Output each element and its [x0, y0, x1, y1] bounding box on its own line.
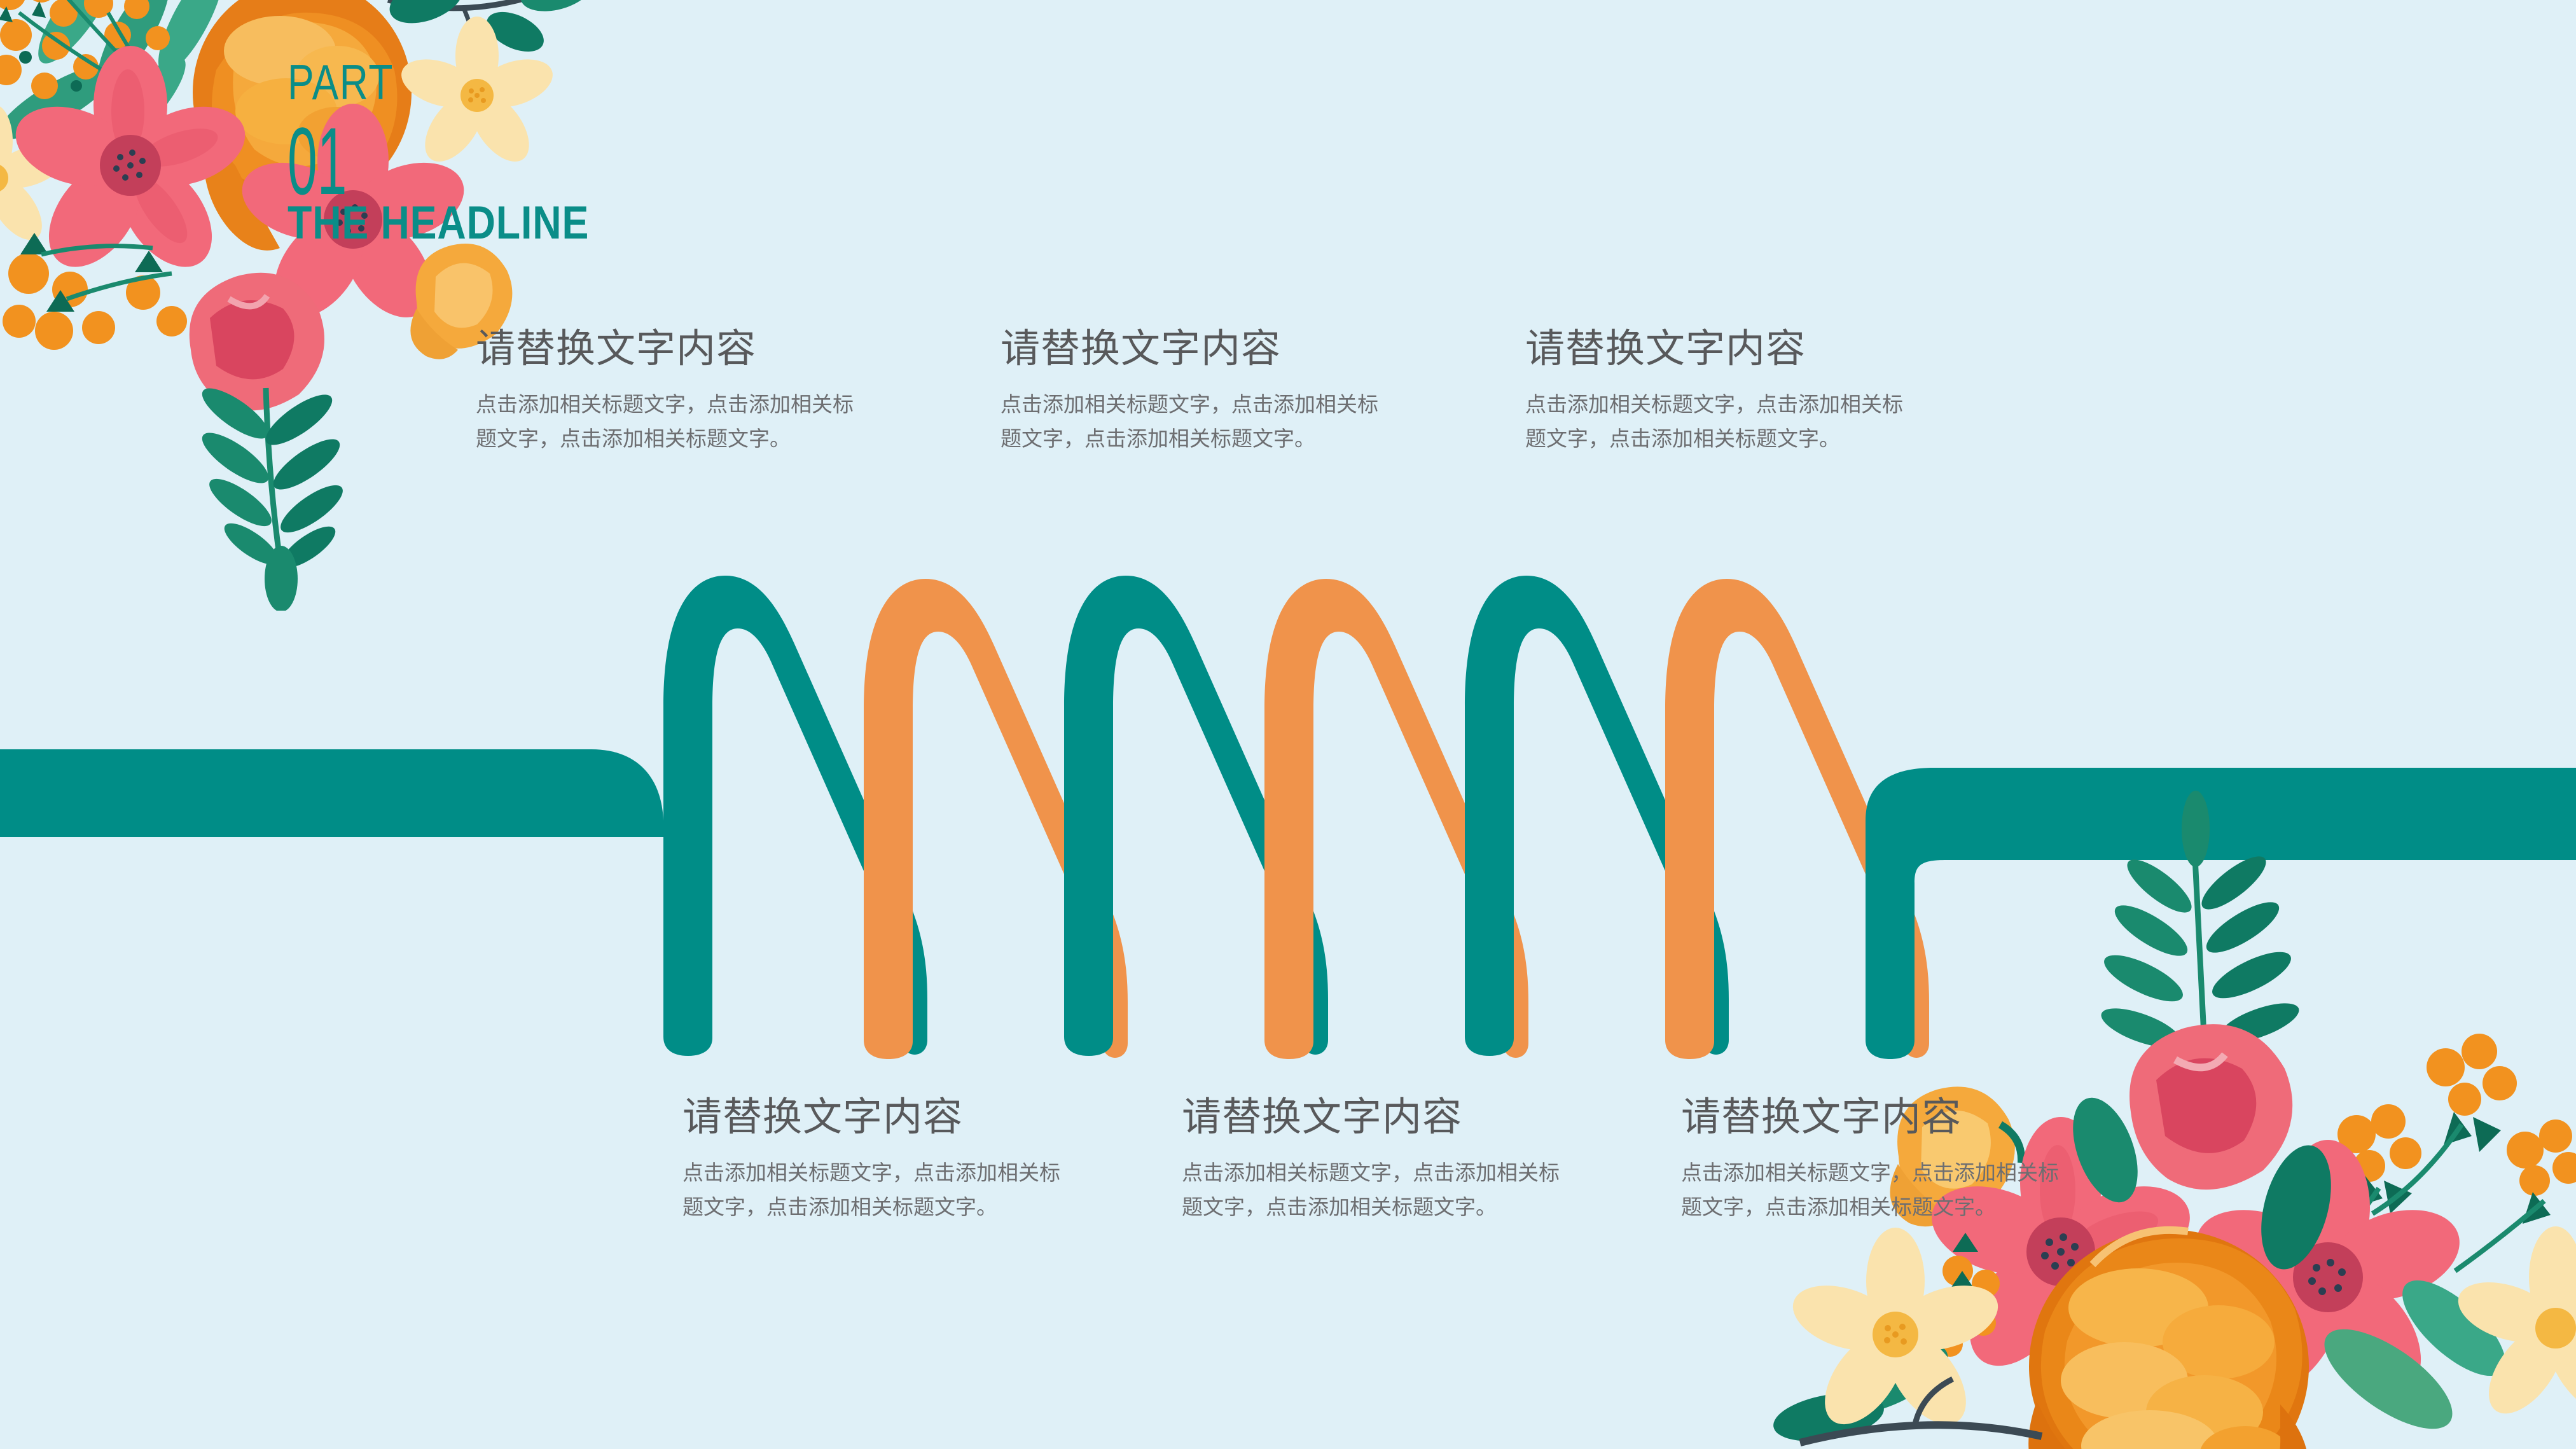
column-body: 点击添加相关标题文字，点击添加相关标题文字，点击添加相关标题文字。 — [682, 1161, 1060, 1219]
column-body: 点击添加相关标题文字，点击添加相关标题文字，点击添加相关标题文字。 — [1525, 392, 1903, 450]
column-body: 点击添加相关标题文字，点击添加相关标题文字，点击添加相关标题文字。 — [1681, 1161, 2059, 1219]
text-column-bottom-2: 请替换文字内容 点击添加相关标题文字，点击添加相关标题文字，点击添加相关标题文字… — [1182, 1095, 1576, 1224]
ribbon-peak-2 — [864, 579, 1128, 1059]
text-column-top-2: 请替换文字内容 点击添加相关标题文字，点击添加相关标题文字，点击添加相关标题文字… — [1001, 327, 1395, 455]
zigzag-ribbon-graphic — [0, 576, 2576, 1059]
column-title: 请替换文字内容 — [1182, 1095, 1463, 1139]
header-block: PART 01 THE HEADLINE — [287, 57, 860, 246]
column-body: 点击添加相关标题文字，点击添加相关标题文字，点击添加相关标题文字。 — [1182, 1161, 1560, 1219]
column-title: 请替换文字内容 — [1681, 1095, 1962, 1139]
text-column-top-3: 请替换文字内容 点击添加相关标题文字，点击添加相关标题文字，点击添加相关标题文字… — [1525, 327, 1920, 455]
ribbon-right-tail — [1866, 768, 2576, 1059]
ribbon-peak-4 — [1264, 579, 1528, 1059]
ribbon-peak-5 — [1465, 576, 1729, 1056]
column-title: 请替换文字内容 — [1001, 327, 1282, 371]
ribbon-peak-6 — [1665, 579, 1929, 1059]
text-column-bottom-1: 请替换文字内容 点击添加相关标题文字，点击添加相关标题文字，点击添加相关标题文字… — [682, 1095, 1077, 1224]
ribbon-peak-1 — [663, 576, 927, 1056]
column-title: 请替换文字内容 — [476, 327, 757, 371]
part-number: 01 — [287, 107, 347, 214]
part-label: PART — [287, 54, 394, 110]
column-body: 点击添加相关标题文字，点击添加相关标题文字，点击添加相关标题文字。 — [1001, 392, 1378, 450]
ribbon-left-tail — [0, 749, 663, 837]
text-column-bottom-3: 请替换文字内容 点击添加相关标题文字，点击添加相关标题文字，点击添加相关标题文字… — [1681, 1095, 2075, 1224]
column-title: 请替换文字内容 — [682, 1095, 964, 1139]
ribbon-peak-3 — [1064, 576, 1328, 1056]
column-title: 请替换文字内容 — [1525, 327, 1806, 371]
page-title: THE HEADLINE — [287, 197, 590, 249]
text-column-top-1: 请替换文字内容 点击添加相关标题文字，点击添加相关标题文字，点击添加相关标题文字… — [476, 327, 870, 455]
column-body: 点击添加相关标题文字，点击添加相关标题文字，点击添加相关标题文字。 — [476, 392, 854, 450]
